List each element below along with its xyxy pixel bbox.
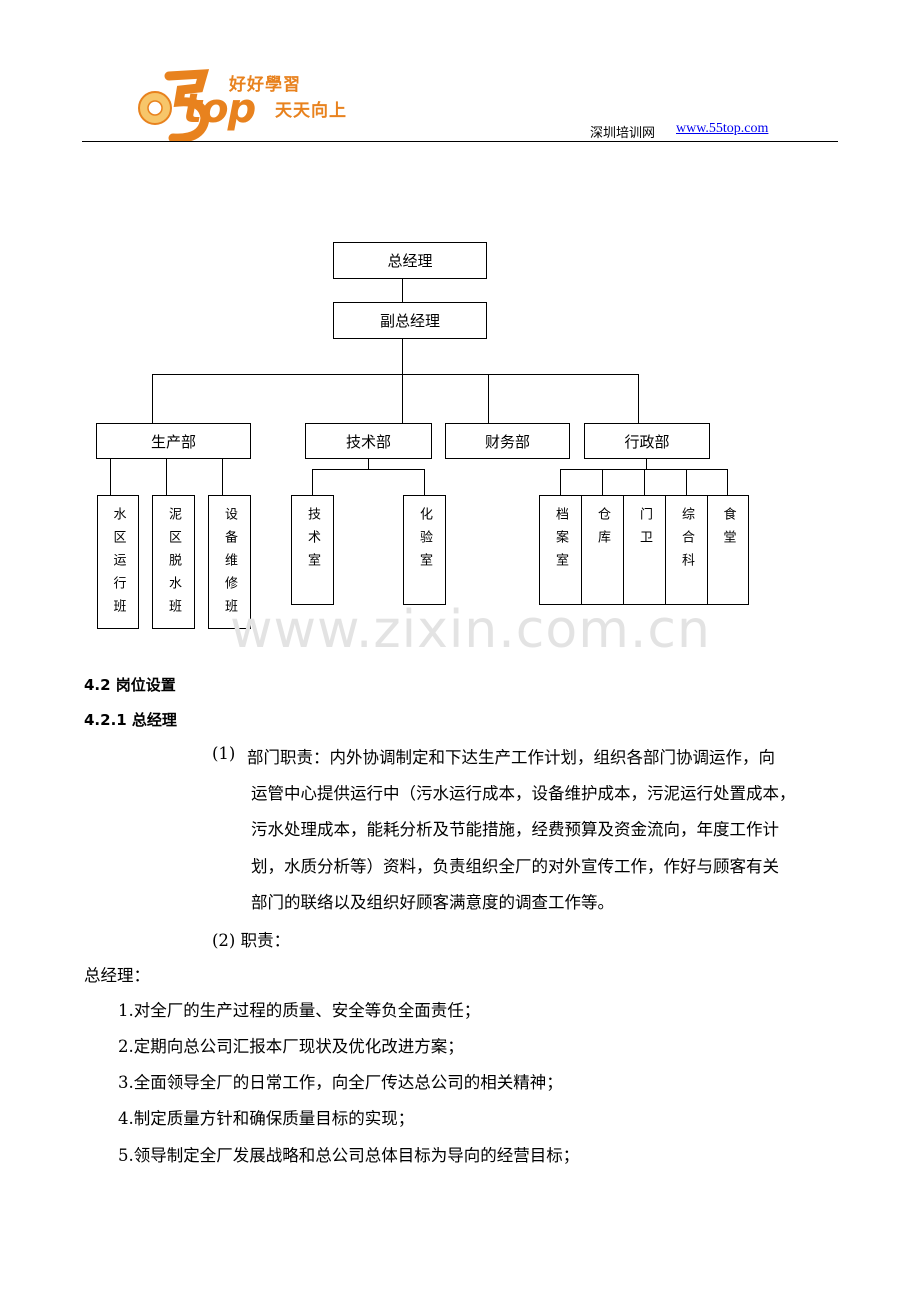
connector-line bbox=[152, 374, 153, 423]
connector-line bbox=[646, 458, 647, 470]
org-box-water-operation-team: 水区运行班 bbox=[97, 495, 139, 629]
connector-line bbox=[602, 469, 603, 495]
org-box-sludge-dewatering-team: 泥区脱水班 bbox=[152, 495, 195, 629]
item1-line: 划，水质分析等）资料，负责组织全厂的对外宣传工作，作好与顾客有关 bbox=[251, 857, 779, 876]
org-box-archives: 档案室 bbox=[539, 495, 582, 605]
header-site-name: 深圳培训网 bbox=[590, 126, 656, 141]
section-heading: 4.2 岗位设置 bbox=[84, 676, 176, 694]
watermark: www.zixin.com.cn bbox=[230, 600, 711, 660]
item1-line: 部门的联络以及组织好顾客满意度的调查工作等。 bbox=[251, 893, 614, 912]
connector-line bbox=[152, 374, 639, 375]
org-box-warehouse: 仓库 bbox=[581, 495, 624, 605]
connector-line bbox=[312, 469, 425, 470]
subsection-heading: 4.2.1 总经理 bbox=[84, 711, 177, 729]
connector-line bbox=[312, 469, 313, 495]
connector-line bbox=[402, 338, 403, 375]
duty-item: 3.全面领导全厂的日常工作，向全厂传达总公司的相关精神； bbox=[118, 1073, 563, 1092]
org-box-gate-guard: 门卫 bbox=[623, 495, 666, 605]
connector-line bbox=[560, 469, 561, 495]
duty-item: 4.制定质量方针和确保质量目标的实现； bbox=[118, 1109, 415, 1128]
duty-item: 5.领导制定全厂发展战略和总公司总体目标为导向的经营目标； bbox=[118, 1146, 580, 1165]
header-site-link[interactable]: www.55top.com bbox=[676, 121, 769, 136]
duty-item: 2.定期向总公司汇报本厂现状及优化改进方案； bbox=[118, 1037, 464, 1056]
role-label: 总经理： bbox=[84, 966, 150, 985]
logo-brand-word: top bbox=[183, 86, 256, 132]
logo-slogan-bottom: 天天向上 bbox=[275, 101, 347, 121]
org-box-canteen: 食堂 bbox=[707, 495, 749, 605]
connector-line bbox=[368, 458, 369, 470]
item1-line: 部门职责：内外协调制定和下达生产工作计划，组织各部门协调运作，向 bbox=[247, 748, 775, 767]
logo-emblem bbox=[138, 69, 210, 142]
duty-item: 1.对全厂的生产过程的质量、安全等负全面责任； bbox=[118, 1001, 481, 1020]
connector-line bbox=[488, 374, 489, 423]
connector-line bbox=[110, 458, 111, 495]
org-box-technical-dept: 技术部 bbox=[305, 423, 432, 459]
org-box-deputy-general-manager: 副总经理 bbox=[333, 302, 487, 339]
org-box-administration-dept: 行政部 bbox=[584, 423, 710, 459]
connector-line bbox=[166, 458, 167, 495]
org-box-general-affairs: 综合科 bbox=[665, 495, 708, 605]
org-box-technical-office: 技术室 bbox=[291, 495, 334, 605]
org-box-finance-dept: 财务部 bbox=[445, 423, 570, 459]
item1-line: 污水处理成本，能耗分析及节能措施，经费预算及资金流向，年度工作计 bbox=[251, 820, 779, 839]
item1-marker: (1) bbox=[212, 744, 236, 763]
connector-line bbox=[222, 458, 223, 495]
connector-line bbox=[686, 469, 687, 495]
connector-line bbox=[402, 374, 403, 423]
header-divider bbox=[82, 141, 838, 142]
connector-line bbox=[638, 374, 639, 423]
connector-line bbox=[644, 469, 645, 495]
item2-label: (2) 职责： bbox=[212, 931, 291, 950]
org-box-lab: 化验室 bbox=[403, 495, 446, 605]
org-box-production-dept: 生产部 bbox=[96, 423, 251, 459]
org-box-general-manager: 总经理 bbox=[333, 242, 487, 279]
logo-slogan-top: 好好學習 bbox=[229, 75, 301, 95]
connector-line bbox=[424, 469, 425, 495]
site-logo: 好好學習 天天向上 top bbox=[133, 64, 353, 142]
org-box-equipment-maintenance-team: 设备维修班 bbox=[208, 495, 251, 629]
item1-line: 运管中心提供运行中（污水运行成本，设备维护成本，污泥运行处置成本， bbox=[251, 784, 796, 803]
connector-line bbox=[402, 278, 403, 303]
connector-line bbox=[727, 469, 728, 495]
